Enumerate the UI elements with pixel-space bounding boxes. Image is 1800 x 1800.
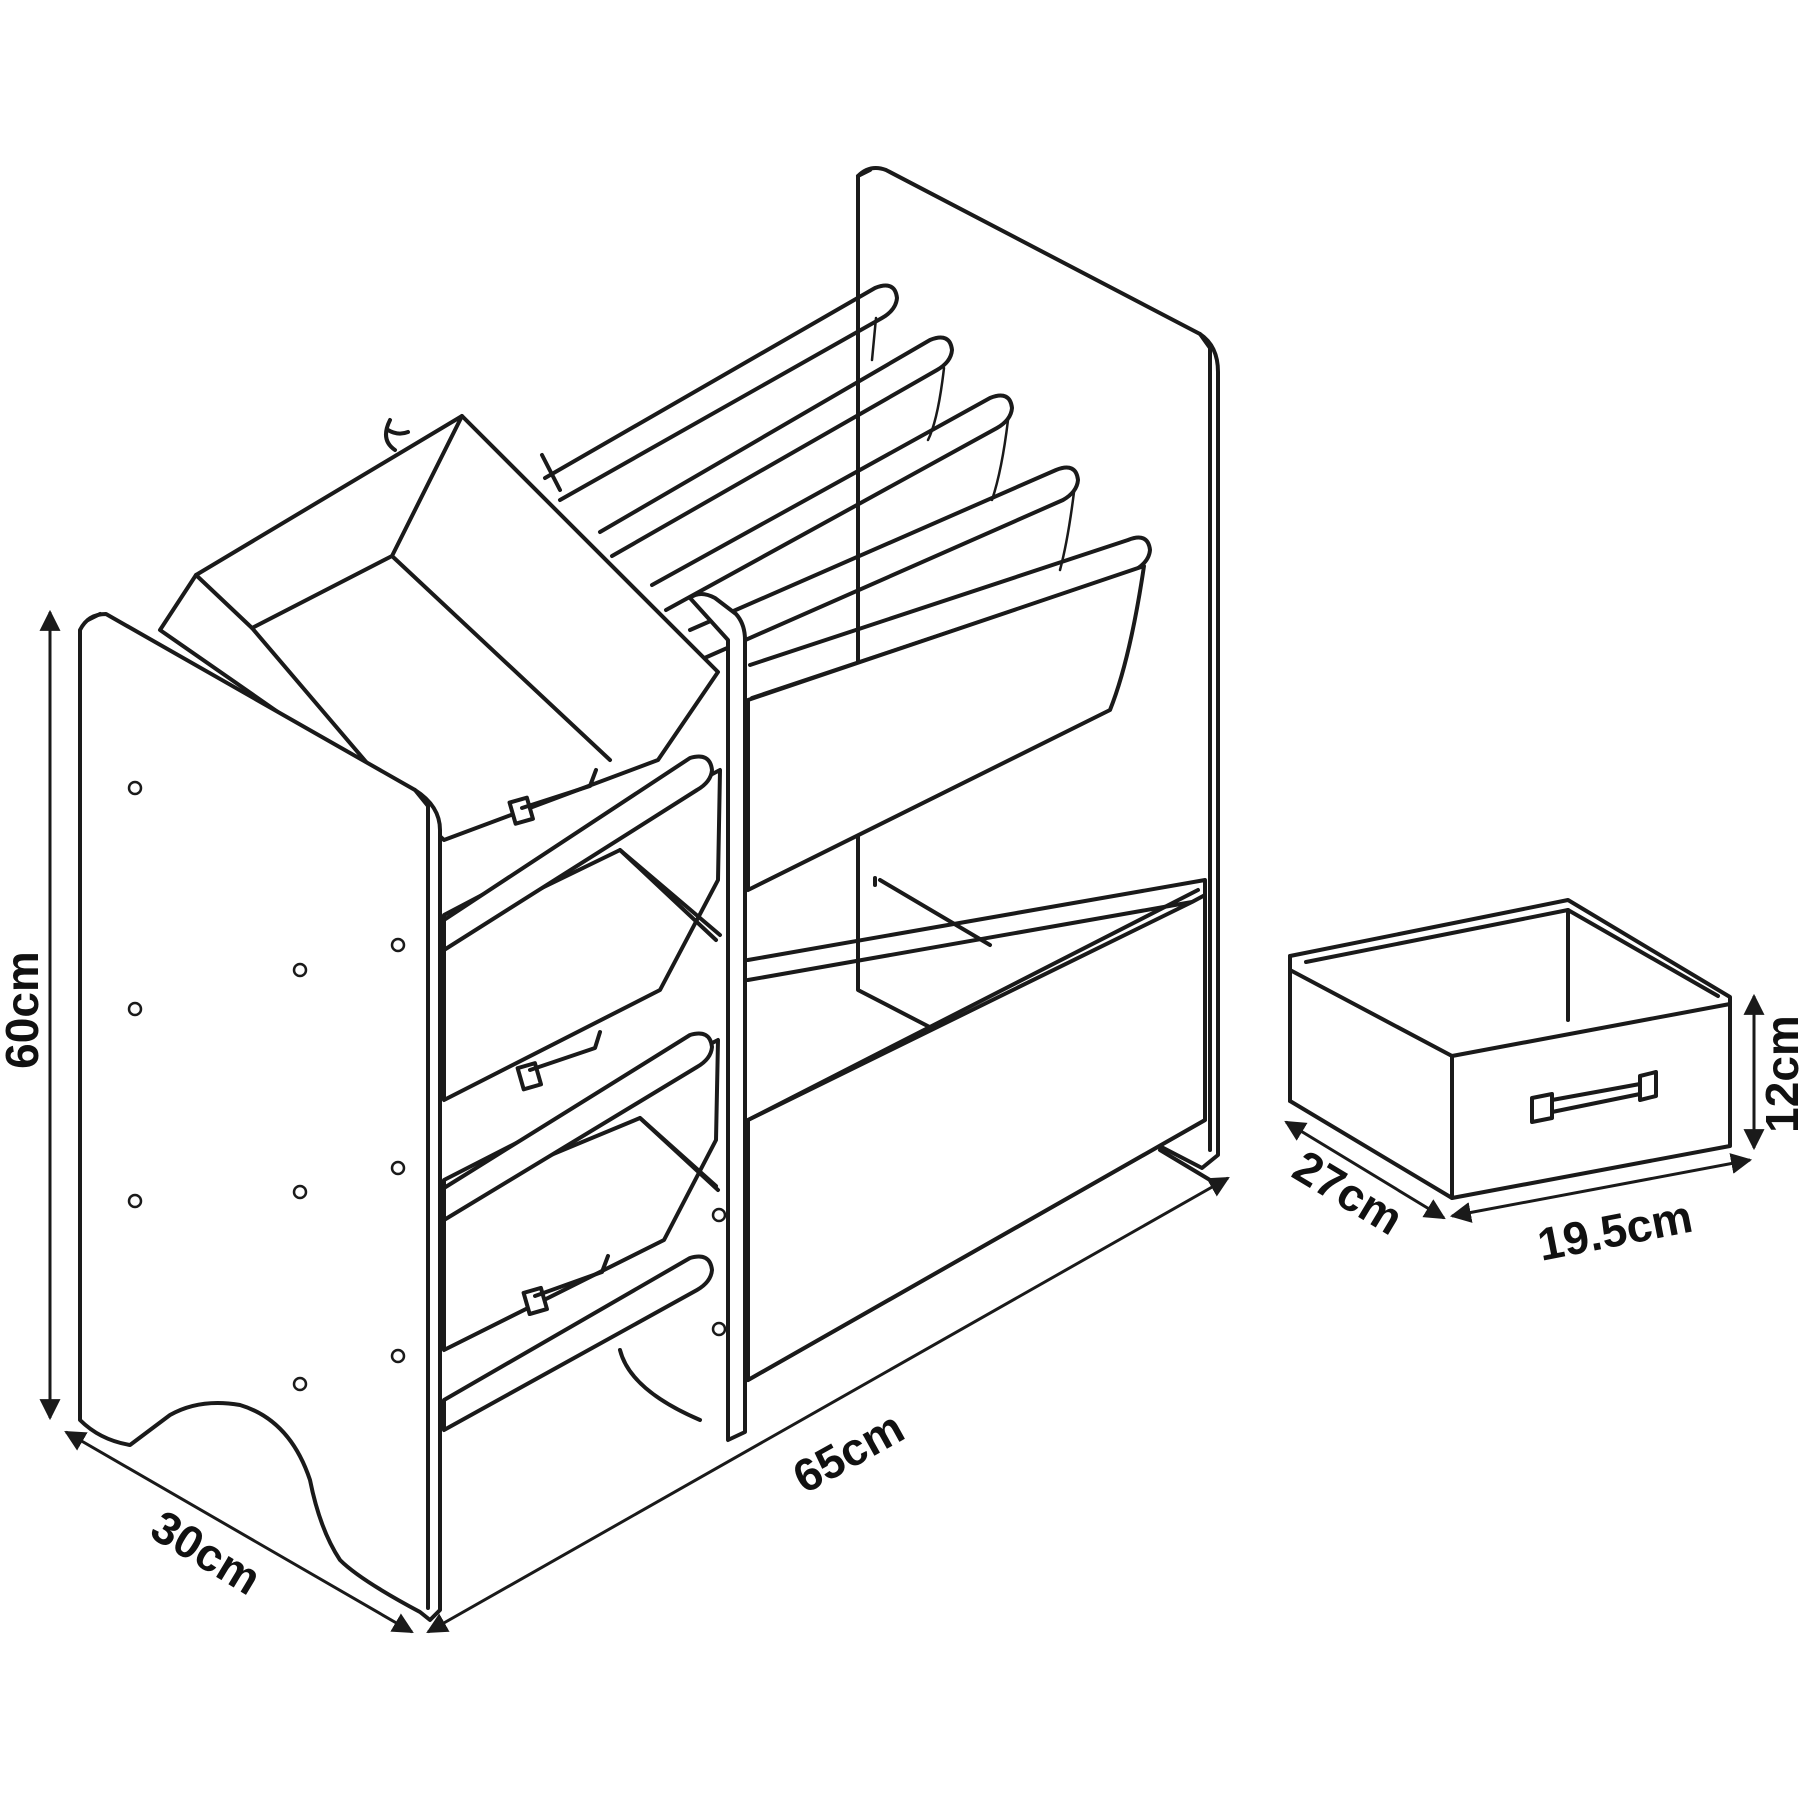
width-dimension-line [426,1176,1230,1634]
width-label: 65cm [784,1401,912,1504]
height-label: 60cm [0,951,48,1069]
bin-width-label: 19.5cm [1533,1190,1696,1271]
bin-width-dimension-line [1449,1153,1753,1223]
bin-height-label: 12cm [1756,1015,1800,1133]
dimension-lines [39,609,1765,1634]
depth-dimension-line [64,1430,414,1634]
fabric-slings [746,316,1146,892]
depth-label: 30cm [142,1500,270,1605]
hanging-rods [543,283,1152,700]
bin-depth-dimension-line [1284,1120,1446,1220]
separate-storage-bin [1288,898,1732,1200]
